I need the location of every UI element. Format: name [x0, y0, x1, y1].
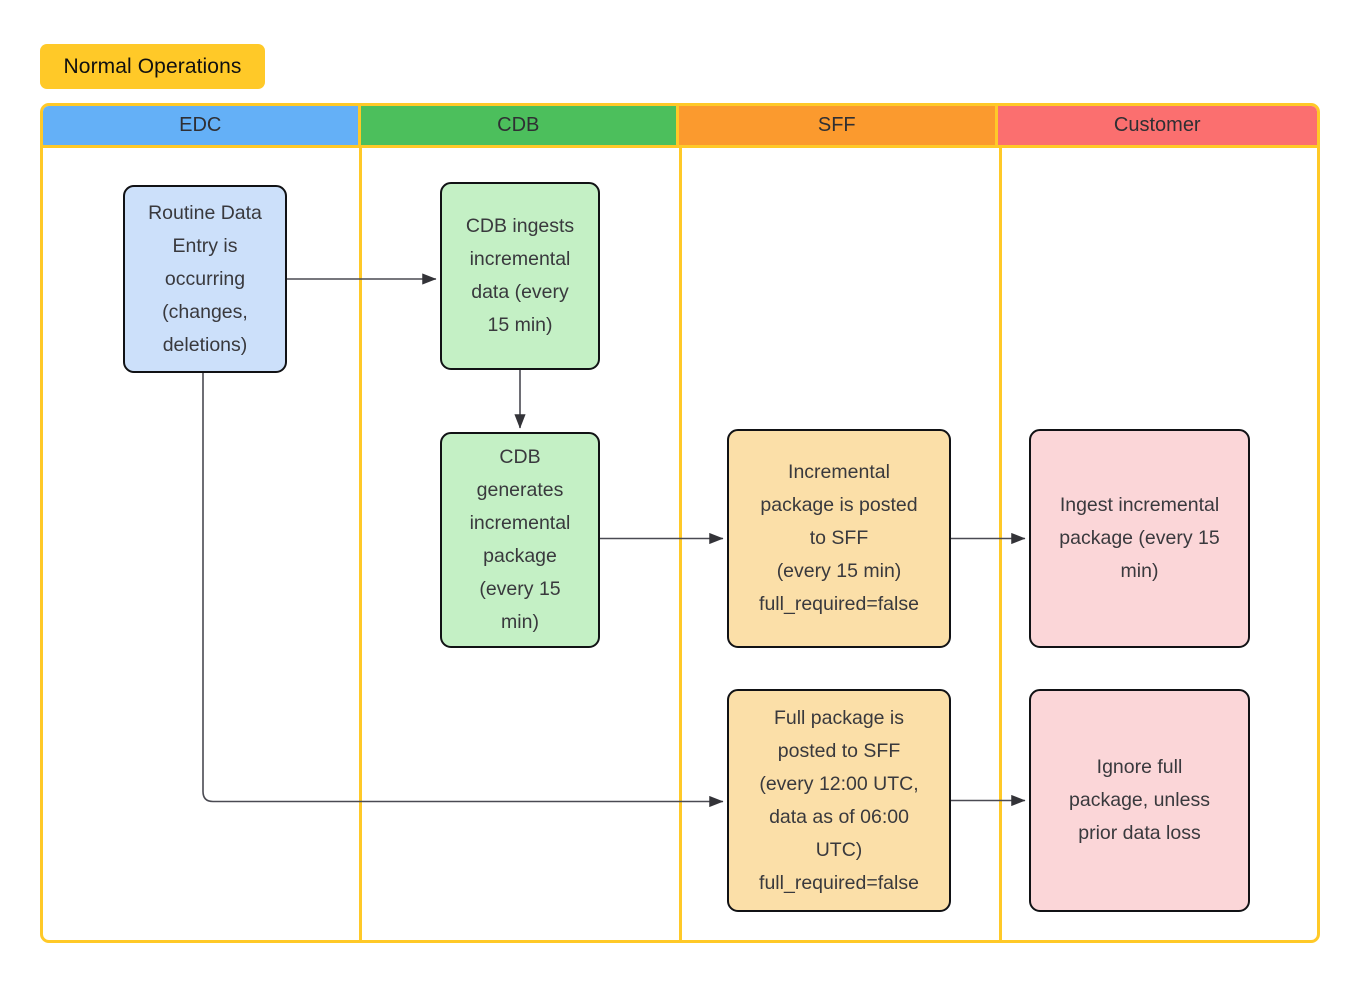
- node-label: Incremental package is posted to SFF (ev…: [759, 461, 919, 615]
- node-ignore-full-package[interactable]: Ignore full package, unless prior data l…: [1029, 689, 1250, 912]
- node-label: Ignore full package, unless prior data l…: [1069, 756, 1210, 844]
- node-label: CDB ingests incremental data (every 15 m…: [465, 215, 575, 336]
- diagram-title-pill: Normal Operations: [40, 44, 265, 89]
- node-label: Ingest incremental package (every 15 min…: [1059, 494, 1220, 582]
- lane-header-label-cdb: CDB: [497, 114, 540, 136]
- node-cdb-generates-incremental-package[interactable]: CDB generates incremental package (every…: [440, 432, 600, 648]
- diagram-title-label: Normal Operations: [63, 54, 242, 78]
- swimlane-header-row: EDC CDB SFF Customer: [43, 106, 1317, 148]
- node-label: CDB generates incremental package (every…: [469, 446, 571, 633]
- lane-header-cdb: CDB: [360, 106, 680, 148]
- lane-header-label-sff: SFF: [817, 114, 856, 136]
- node-incremental-package-posted-to-sff[interactable]: Incremental package is posted to SFF (ev…: [727, 429, 951, 648]
- lane-header-sff: SFF: [679, 106, 998, 148]
- node-full-package-posted-to-sff[interactable]: Full package is posted to SFF (every 12:…: [727, 689, 951, 912]
- node-label: Routine Data Entry is occurring (changes…: [148, 201, 262, 356]
- lane-divider-1: [359, 148, 362, 940]
- node-routine-data-entry[interactable]: Routine Data Entry is occurring (changes…: [123, 185, 287, 373]
- lane-divider-3: [999, 148, 1002, 940]
- node-ingest-incremental-package[interactable]: Ingest incremental package (every 15 min…: [1029, 429, 1250, 648]
- lane-header-label-customer: Customer: [1113, 114, 1201, 136]
- node-label: Full package is posted to SFF (every 12:…: [759, 706, 919, 894]
- lane-divider-2: [679, 148, 682, 940]
- lane-header-label-edc: EDC: [179, 114, 222, 136]
- lane-header-edc: EDC: [43, 106, 361, 148]
- node-cdb-ingests-incremental-data[interactable]: CDB ingests incremental data (every 15 m…: [440, 182, 600, 370]
- lane-header-customer: Customer: [997, 106, 1317, 148]
